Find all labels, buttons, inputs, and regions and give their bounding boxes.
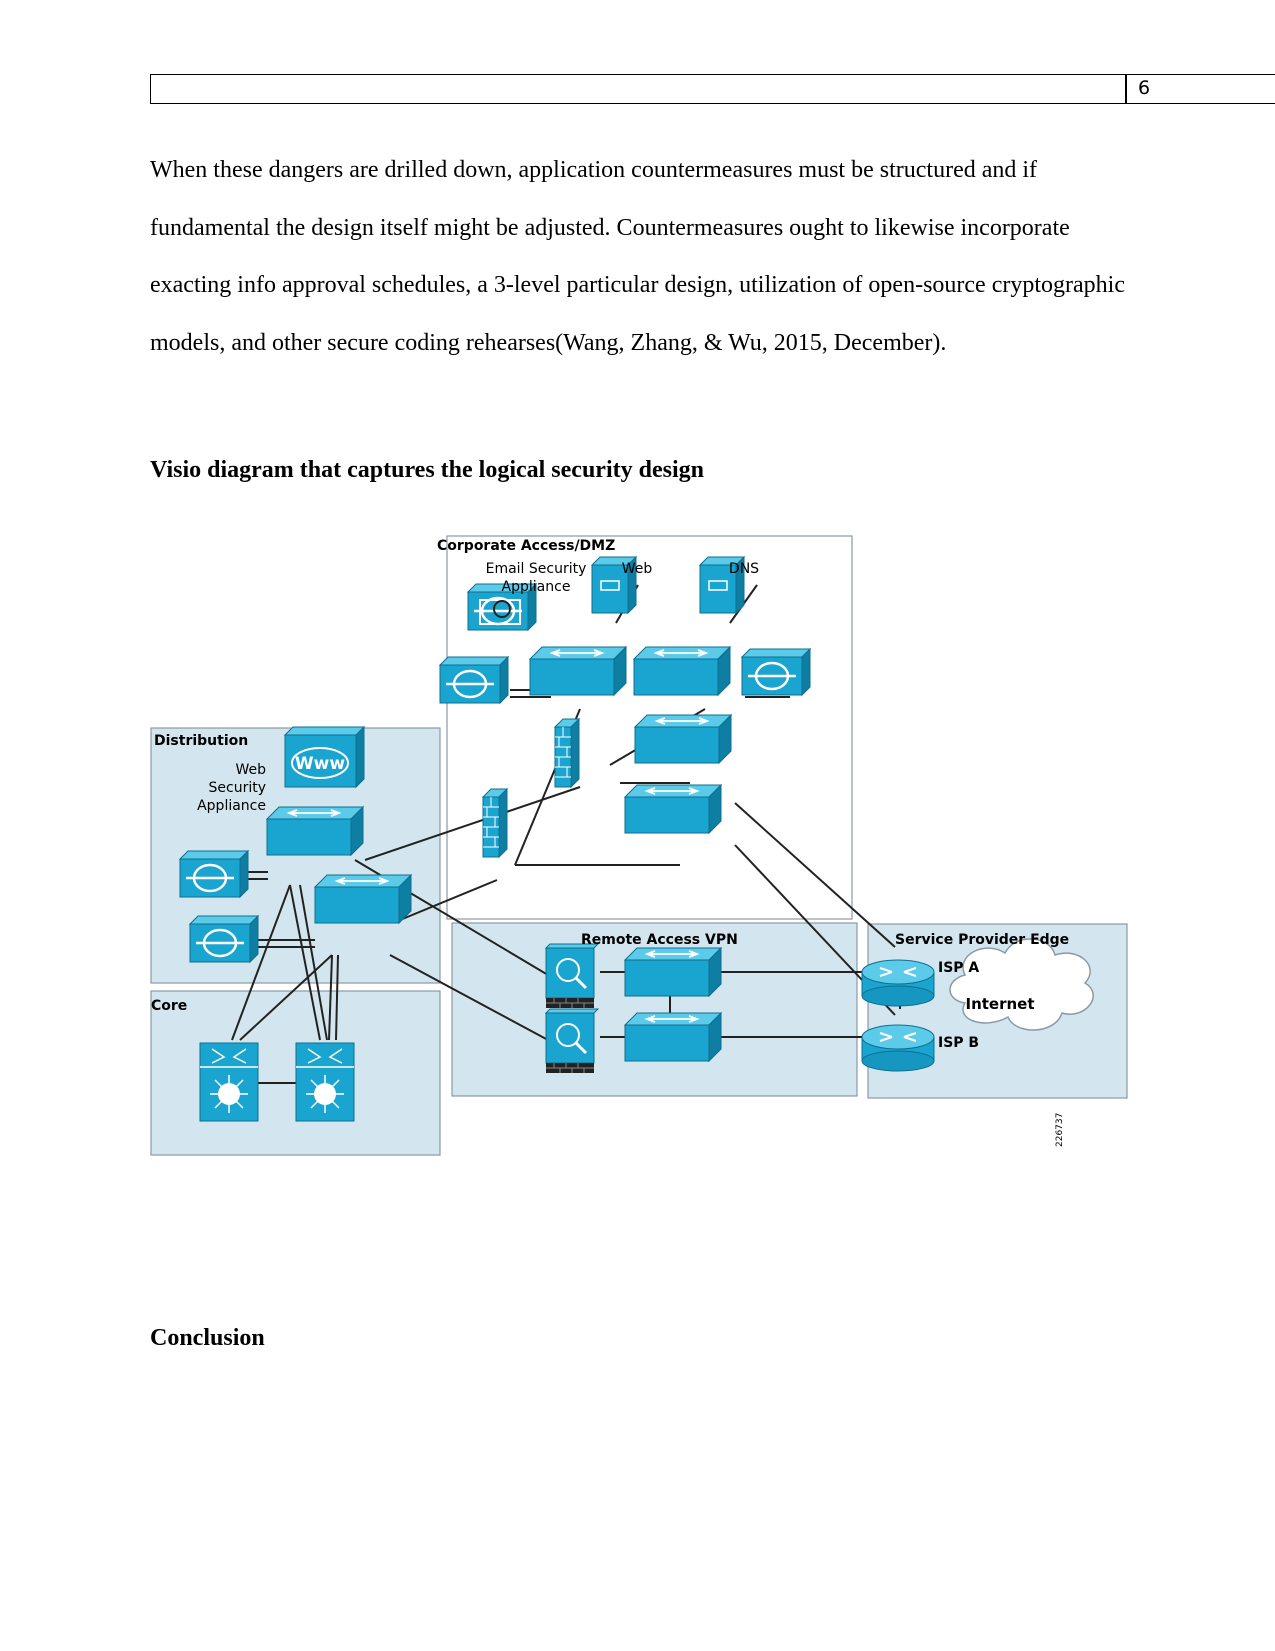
conclusion-heading: Conclusion [150,1325,265,1351]
core-switch-right-icon [295,1042,355,1122]
dmz-switch-right-icon [633,646,731,696]
label-isp-b: ISP B [938,1035,979,1051]
dmz-right-appliance-icon [740,647,812,697]
label-wsa-line3: Appliance [197,798,266,814]
internet-cloud-icon [949,938,1094,1031]
email-icon [479,599,521,625]
wsa-icon-text: Www [295,754,345,774]
dmz-switch-mid-icon [634,714,732,764]
zone-title-remote-vpn: Remote Access VPN [581,932,738,948]
page-number-box: 6 [1126,74,1275,104]
label-isp-a: ISP A [938,960,979,976]
figure-id: 226737 [1055,1113,1065,1147]
distribution-appliance-lower-icon [188,914,260,964]
zone-title-core: Core [151,998,187,1014]
zone-title-corporate: Corporate Access/DMZ [437,538,615,554]
section-heading: Visio diagram that captures the logical … [150,457,704,483]
label-web: Web [622,561,653,577]
label-wsa-line2: Security [209,780,267,796]
router-isp-a-icon [861,959,935,1007]
web-security-appliance-icon: Www [283,725,366,789]
dmz-left-appliance-icon [438,655,510,705]
dmz-switch-lower-icon [624,784,722,834]
label-wsa-line1: Web [235,762,266,778]
distribution-appliance-upper-icon [178,849,250,899]
header-box [150,74,1126,104]
label-dns: DNS [729,561,759,577]
label-email-line2: Appliance [502,579,571,595]
dmz-switch-left-icon [529,646,627,696]
vpn-concentrator-lower-icon [544,1007,600,1075]
vpn-switch-upper-icon [624,947,722,997]
distribution-switch-upper-icon [266,806,364,856]
body-paragraph: When these dangers are drilled down, app… [150,157,1125,356]
vpn-concentrator-upper-icon [544,942,600,1010]
distribution-switch-lower-icon [314,874,412,924]
network-diagram: Www Corporate Access/DMZ Distribution Co… [150,535,1128,1156]
label-internet: Internet [965,995,1034,1013]
zone-title-distribution: Distribution [154,733,248,749]
firewall-upper-icon [554,718,580,788]
vpn-switch-lower-icon [624,1012,722,1062]
router-isp-b-icon [861,1024,935,1072]
firewall-lower-icon [482,788,508,858]
label-email-line1: Email Security [486,561,587,577]
page-number: 6 [1138,77,1151,99]
core-switch-left-icon [199,1042,259,1122]
zone-title-provider-edge: Service Provider Edge [895,932,1069,948]
